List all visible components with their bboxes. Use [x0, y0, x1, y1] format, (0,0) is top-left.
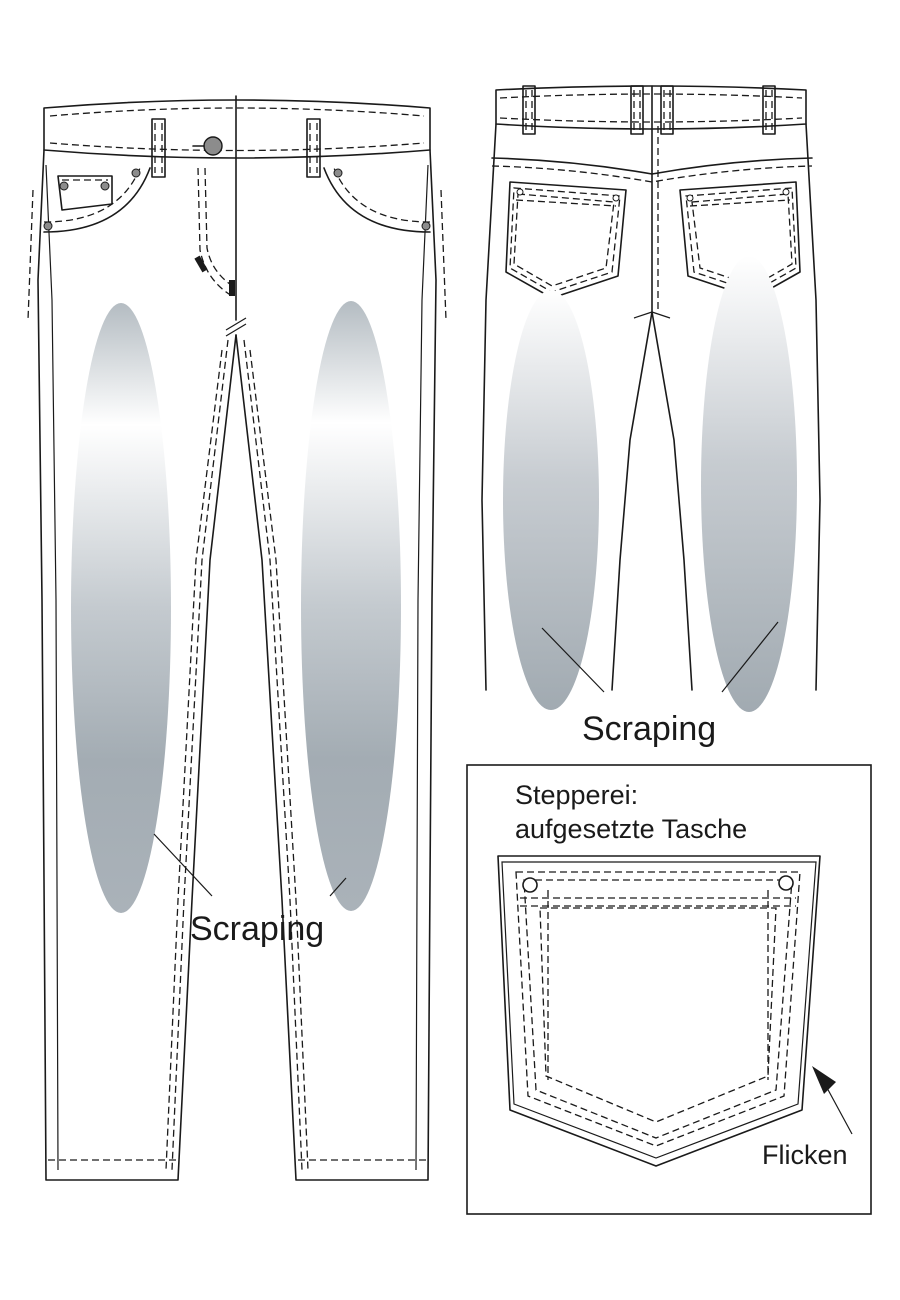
front-view-jeans: Scraping — [27, 95, 447, 1181]
back-scraping-label: Scraping — [582, 710, 716, 748]
front-waistband — [43, 99, 431, 159]
back-left-leg-outline — [481, 123, 497, 691]
front-pocket-left — [43, 167, 151, 233]
front-right-leg-outline — [235, 149, 437, 1181]
back-scraping-right — [701, 256, 797, 712]
front-scraping-leader-right — [329, 877, 347, 897]
rivet-right — [778, 875, 794, 891]
detail-frame — [466, 764, 872, 1215]
patch-pocket-diagram — [497, 855, 821, 1167]
patch-label: Flicken — [762, 1140, 848, 1170]
pocket-detail-panel: Stepperei: aufgesetzte Tasche Flicken — [466, 764, 872, 1215]
back-scraping-left — [503, 290, 599, 710]
back-pocket-right — [679, 181, 801, 299]
rivet-left — [522, 877, 538, 893]
front-scraping-leader-left — [153, 833, 213, 897]
front-pocket-right — [323, 167, 431, 233]
back-waistband — [495, 85, 807, 130]
front-button — [203, 136, 223, 156]
front-left-leg-outline — [37, 149, 237, 1181]
detail-title-line2: aufgesetzte Tasche — [515, 814, 747, 844]
coin-pocket — [57, 175, 113, 211]
back-view-jeans: Scraping — [481, 85, 821, 748]
patch-arrow-icon — [812, 1066, 836, 1094]
front-scraping-left — [71, 303, 171, 913]
front-scraping-right — [301, 301, 401, 911]
back-pocket-left — [505, 181, 627, 299]
detail-title-line1: Stepperei: — [515, 780, 638, 810]
front-belt-loop-right — [306, 118, 321, 178]
back-right-leg-outline — [805, 123, 821, 691]
front-scraping-label: Scraping — [190, 910, 324, 948]
front-belt-loop-left — [151, 118, 166, 178]
